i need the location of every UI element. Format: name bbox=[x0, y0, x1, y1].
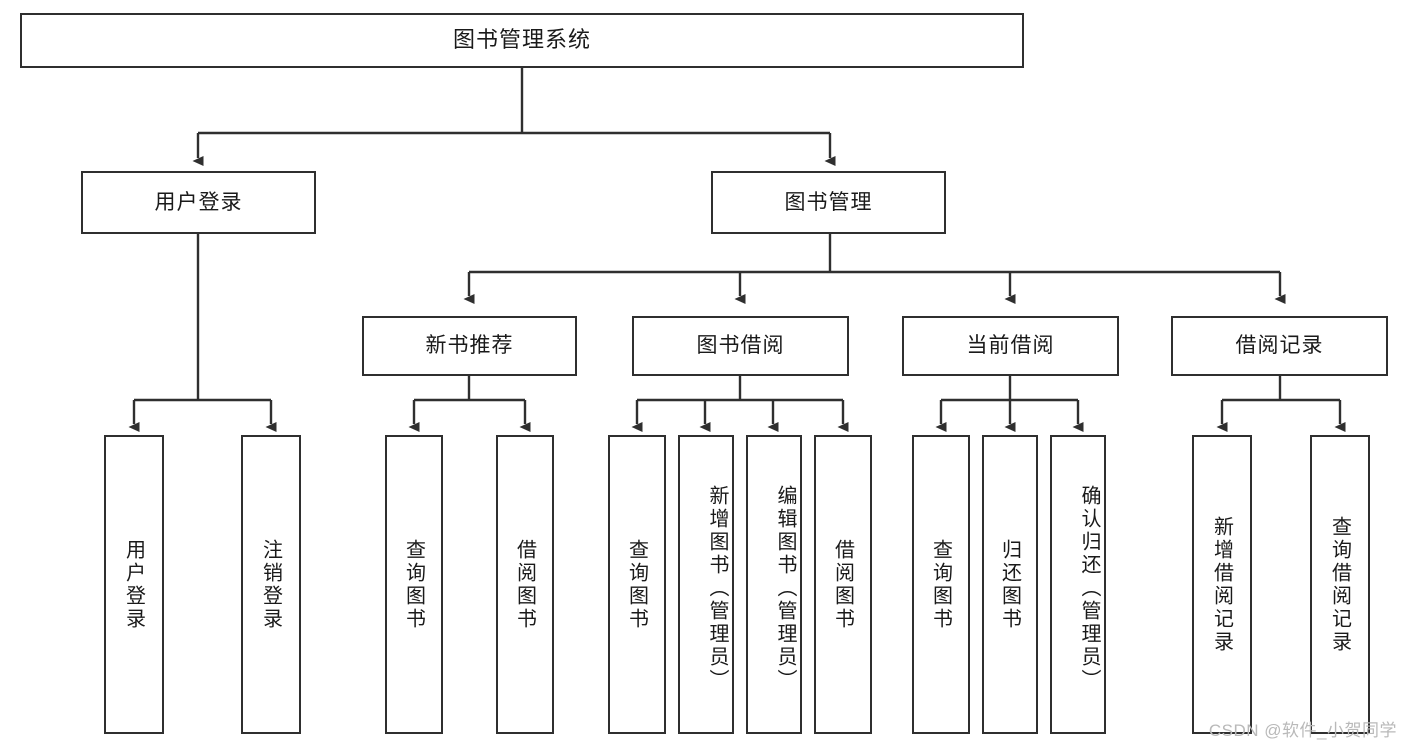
leaf-new-book-borrow-book[interactable]: 借阅图书 bbox=[496, 435, 554, 734]
leaf-current-borrow-confirm-return-admin[interactable]: 确认归还（管理员） bbox=[1050, 435, 1106, 734]
leaf-current-borrow-return-book[interactable]: 归还图书 bbox=[982, 435, 1038, 734]
watermark-text: CSDN @软件_小贺同学 bbox=[1208, 721, 1397, 740]
leaf-book-borrow-add-book-admin[interactable]: 新增图书（管理员） bbox=[678, 435, 734, 734]
node-book-management[interactable]: 图书管理 bbox=[711, 171, 946, 234]
leaf-current-borrow-query-book[interactable]: 查询图书 bbox=[912, 435, 970, 734]
node-new-book-recommend[interactable]: 新书推荐 bbox=[362, 316, 577, 376]
node-current-borrow[interactable]: 当前借阅 bbox=[902, 316, 1119, 376]
leaf-new-book-query-book[interactable]: 查询图书 bbox=[385, 435, 443, 734]
leaf-user-login-login[interactable]: 用户登录 bbox=[104, 435, 164, 734]
leaf-book-borrow-query-book[interactable]: 查询图书 bbox=[608, 435, 666, 734]
node-book-borrow[interactable]: 图书借阅 bbox=[632, 316, 849, 376]
leaf-borrow-record-add-record[interactable]: 新增借阅记录 bbox=[1192, 435, 1252, 734]
node-user-login[interactable]: 用户登录 bbox=[81, 171, 316, 234]
leaf-book-borrow-borrow-book[interactable]: 借阅图书 bbox=[814, 435, 872, 734]
leaf-user-login-logout[interactable]: 注销登录 bbox=[241, 435, 301, 734]
leaf-borrow-record-query-record[interactable]: 查询借阅记录 bbox=[1310, 435, 1370, 734]
leaf-book-borrow-edit-book-admin[interactable]: 编辑图书（管理员） bbox=[746, 435, 802, 734]
node-root-system[interactable]: 图书管理系统 bbox=[20, 13, 1024, 68]
node-borrow-record[interactable]: 借阅记录 bbox=[1171, 316, 1388, 376]
